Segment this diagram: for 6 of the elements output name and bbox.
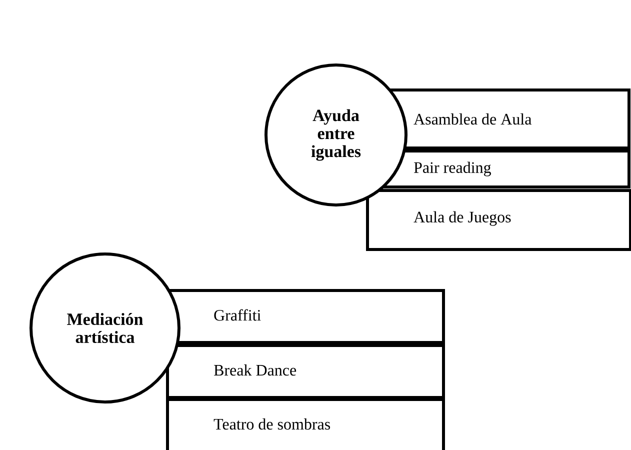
activity-box: Asamblea de Aula (388, 88, 630, 150)
activity-box: Break Dance (166, 344, 445, 399)
activity-box: Pair reading (380, 150, 630, 188)
activity-box: Graffiti (166, 289, 445, 344)
activity-box: Aula de Juegos (366, 189, 631, 251)
activity-box: Teatro de sombras (166, 398, 445, 450)
